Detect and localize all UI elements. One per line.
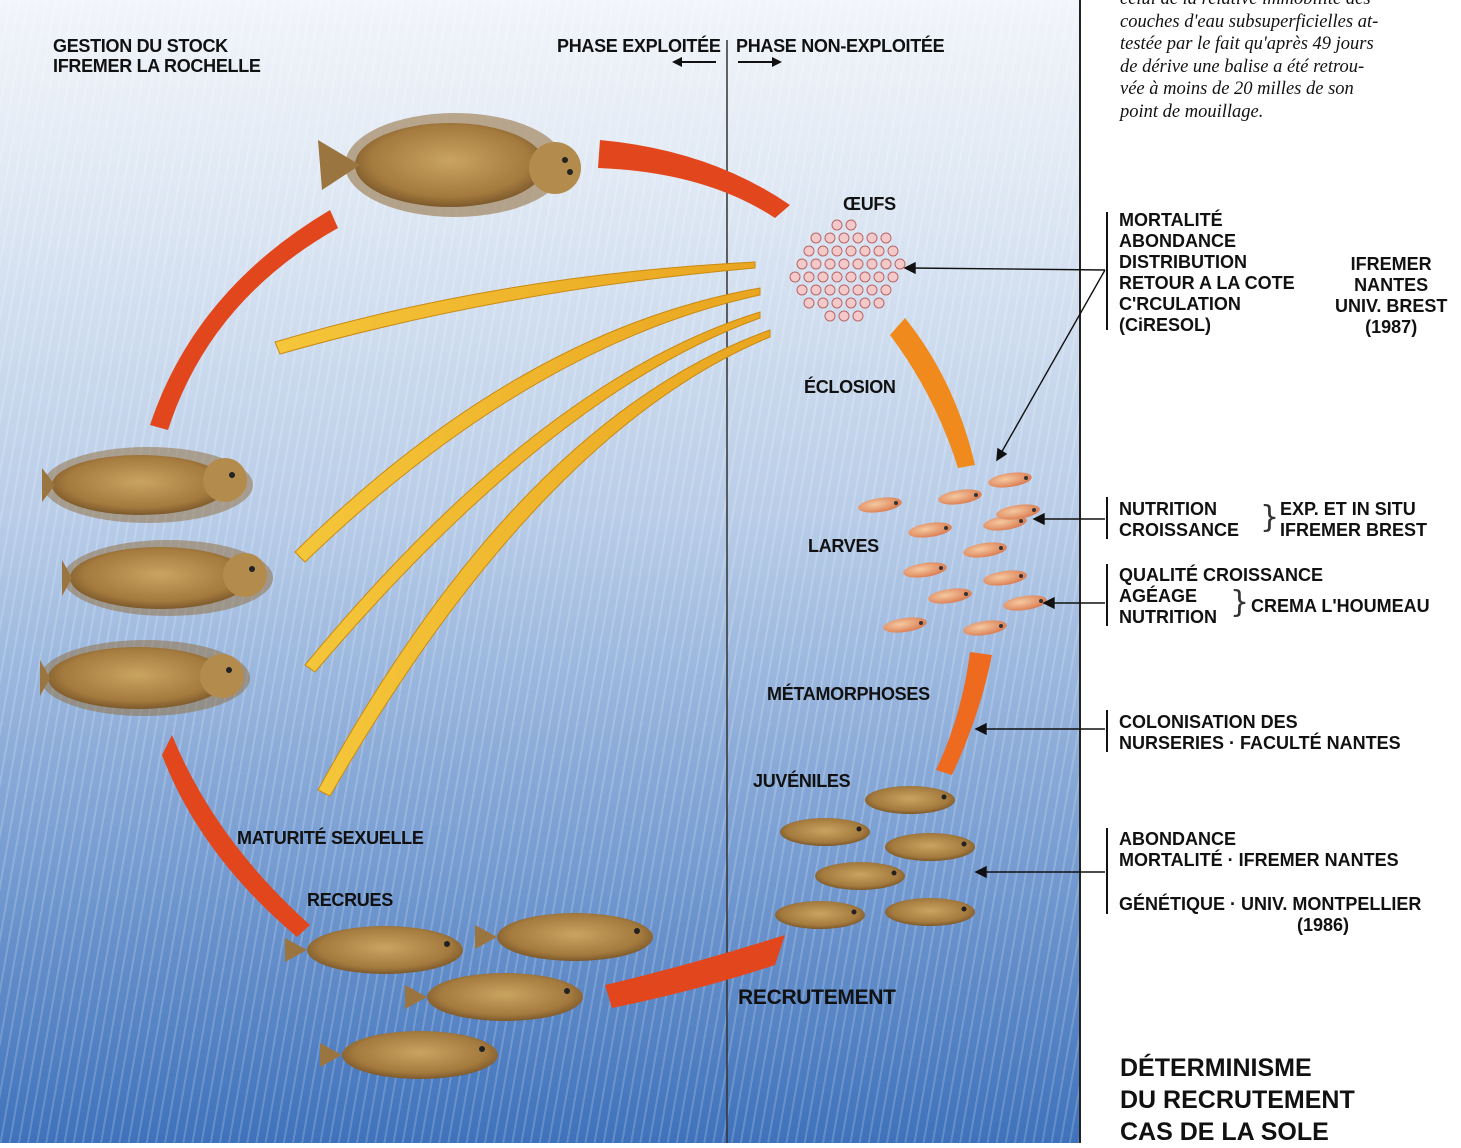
phase-unexploited-label: PHASE NON-EXPLOITÉE bbox=[736, 36, 944, 57]
stock-management-label: GESTION DU STOCK IFREMER LA ROCHELLE bbox=[53, 36, 261, 76]
stage-recruitment: RECRUTEMENT bbox=[738, 986, 896, 1010]
phase-exploited-label: PHASE EXPLOITÉE bbox=[557, 36, 721, 57]
stage-juveniles: JUVÉNILES bbox=[753, 771, 850, 792]
stage-metamorphosis: MÉTAMORPHOSES bbox=[767, 684, 930, 705]
stage-recruits: RECRUES bbox=[307, 890, 393, 911]
stage-maturity: MATURITÉ SEXUELLE bbox=[237, 828, 424, 849]
stage-larvae: LARVES bbox=[808, 536, 879, 557]
stage-hatching: ÉCLOSION bbox=[804, 377, 896, 398]
stage-eggs: ŒUFS bbox=[843, 194, 896, 215]
